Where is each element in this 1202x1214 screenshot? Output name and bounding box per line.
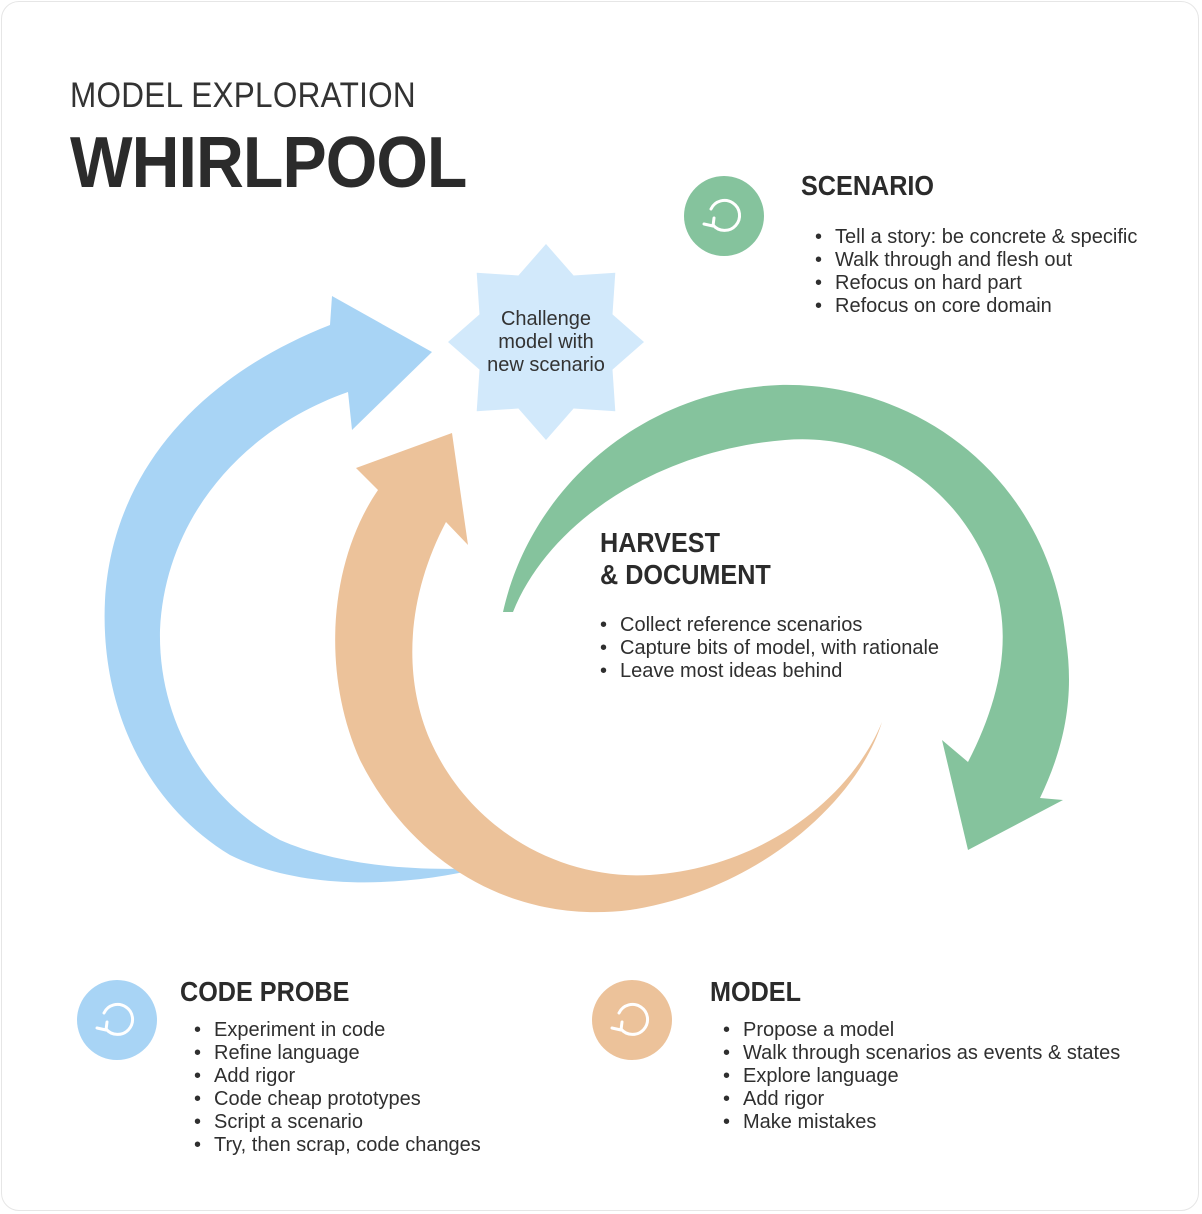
challenge-starburst bbox=[448, 244, 644, 440]
list-item: Leave most ideas behind bbox=[598, 660, 939, 683]
list-item: Make mistakes bbox=[721, 1111, 1120, 1134]
page-subtitle: MODEL EXPLORATION bbox=[70, 76, 416, 115]
scenario-bullets: Tell a story: be concrete & specific Wal… bbox=[813, 226, 1137, 318]
model-arrow bbox=[335, 433, 882, 913]
list-item: Walk through scenarios as events & state… bbox=[721, 1042, 1120, 1065]
list-item: Add rigor bbox=[192, 1065, 481, 1088]
list-item: Try, then scrap, code changes bbox=[192, 1134, 481, 1157]
code-probe-heading: CODE PROBE bbox=[180, 976, 350, 1007]
list-item: Collect reference scenarios bbox=[598, 614, 939, 637]
list-item: Experiment in code bbox=[192, 1019, 481, 1042]
list-item: Walk through and flesh out bbox=[813, 249, 1137, 272]
harvest-bullets: Collect reference scenarios Capture bits… bbox=[598, 614, 939, 683]
challenge-label: Challenge model with new scenario bbox=[466, 308, 626, 377]
challenge-label-line: Challenge bbox=[500, 308, 592, 330]
code-probe-refresh-icon bbox=[77, 980, 157, 1060]
model-heading: MODEL bbox=[710, 976, 801, 1007]
list-item: Tell a story: be concrete & specific bbox=[813, 226, 1137, 249]
list-item: Capture bits of model, with rationale bbox=[598, 637, 939, 660]
list-item: Script a scenario bbox=[192, 1111, 481, 1134]
harvest-heading-line: HARVEST bbox=[600, 527, 720, 558]
scenario-heading: SCENARIO bbox=[801, 170, 935, 201]
scenario-refresh-icon bbox=[684, 176, 764, 256]
harvest-heading-line: & DOCUMENT bbox=[600, 559, 771, 590]
code-probe-arrow bbox=[104, 296, 482, 883]
page-title: WHIRLPOOL bbox=[70, 123, 467, 203]
list-item: Refocus on hard part bbox=[813, 272, 1137, 295]
list-item: Explore language bbox=[721, 1065, 1120, 1088]
code-probe-bullets: Experiment in code Refine language Add r… bbox=[192, 1019, 481, 1157]
list-item: Propose a model bbox=[721, 1019, 1120, 1042]
list-item: Refine language bbox=[192, 1042, 481, 1065]
list-item: Refocus on core domain bbox=[813, 295, 1137, 318]
model-refresh-icon bbox=[592, 980, 672, 1060]
harvest-heading: HARVEST & DOCUMENT bbox=[600, 527, 771, 591]
list-item: Code cheap prototypes bbox=[192, 1088, 481, 1111]
challenge-label-line: new scenario bbox=[487, 354, 605, 376]
challenge-label-line: model with bbox=[498, 331, 594, 353]
scenario-arrow bbox=[503, 384, 1069, 850]
model-bullets: Propose a model Walk through scenarios a… bbox=[721, 1019, 1120, 1134]
list-item: Add rigor bbox=[721, 1088, 1120, 1111]
